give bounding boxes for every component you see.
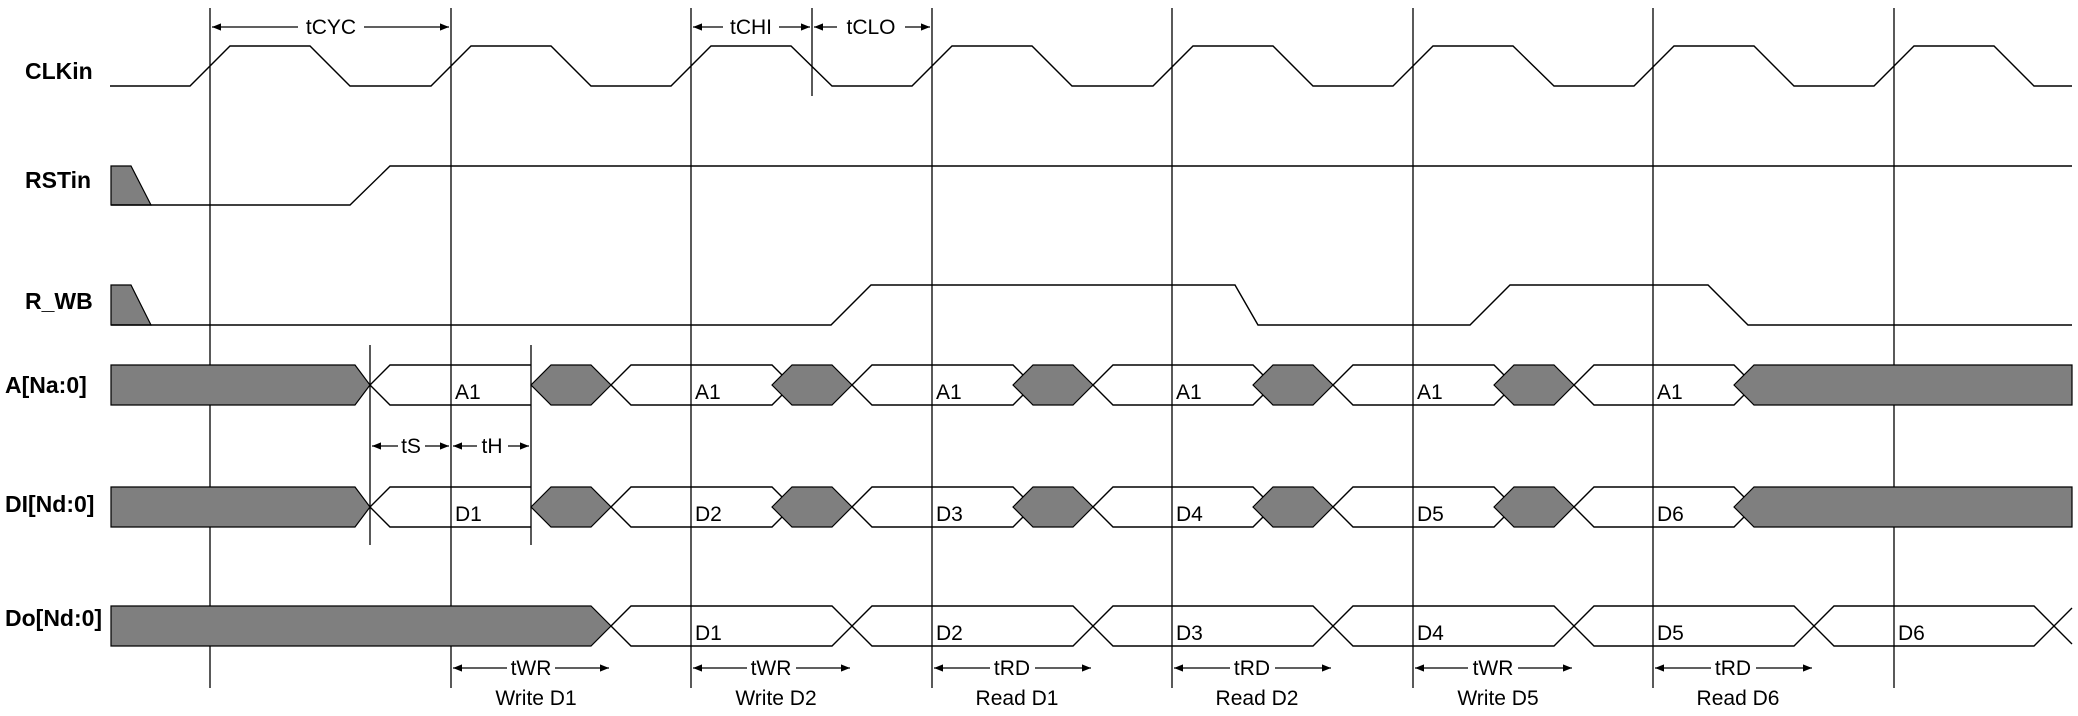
tchi-dimension: tCHI (693, 16, 810, 39)
tchi-label: tCHI (730, 16, 772, 39)
signal-label-rstin: RSTin (25, 167, 91, 193)
data-in-value: D6 (1657, 503, 1684, 526)
data-in-value: D1 (455, 503, 482, 526)
data-out-values: D1 D2 D3 D4 D5 D6 (695, 622, 1925, 645)
delay-label: tRD (1234, 657, 1270, 680)
delay-label: tRD (1715, 657, 1751, 680)
data-in-value: D5 (1417, 503, 1444, 526)
operation-caption: Read D2 (1216, 687, 1299, 710)
tcyc-dimension: tCYC (212, 16, 449, 39)
rwb-waveform (110, 284, 2072, 326)
data-out-value: D6 (1898, 622, 1925, 645)
operation-caption: Read D6 (1697, 687, 1780, 710)
data-in-value: D3 (936, 503, 963, 526)
delay-label: tWR (751, 657, 792, 680)
address-bus-waveform (110, 364, 2073, 406)
data-in-values: D1 D2 D3 D4 D5 D6 (455, 503, 1684, 526)
cycle-reference-lines (209, 8, 1895, 688)
clk-waveform (110, 45, 2072, 87)
data-out-value: D1 (695, 622, 722, 645)
th-label: tH (482, 435, 503, 458)
data-out-value: D2 (936, 622, 963, 645)
data-out-value: D3 (1176, 622, 1203, 645)
signal-label-r-wb: R_WB (25, 288, 93, 314)
ts-label: tS (401, 435, 421, 458)
delay-label: tWR (1473, 657, 1514, 680)
setup-dimension: tS (372, 435, 449, 458)
address-value: A1 (1657, 381, 1683, 404)
operation-caption: Read D1 (976, 687, 1059, 710)
address-values: A1 A1 A1 A1 A1 A1 (455, 381, 1683, 404)
data-in-value: D2 (695, 503, 722, 526)
address-value: A1 (1176, 381, 1202, 404)
address-value: A1 (455, 381, 481, 404)
tclo-dimension: tCLO (814, 16, 930, 39)
rst-waveform (110, 165, 2072, 206)
signal-label-data-out: Do[Nd:0] (5, 605, 102, 631)
operation-caption: Write D2 (735, 687, 816, 710)
data-in-value: D4 (1176, 503, 1203, 526)
delay-label: tRD (994, 657, 1030, 680)
data-in-bus-waveform (110, 486, 2073, 528)
operation-caption: Write D1 (495, 687, 576, 710)
address-value: A1 (1417, 381, 1443, 404)
address-value: A1 (695, 381, 721, 404)
address-value: A1 (936, 381, 962, 404)
hold-dimension: tH (453, 435, 529, 458)
tcyc-label: tCYC (306, 16, 356, 39)
operation-captions: Write D1 Write D2 Read D1 Read D2 Write … (495, 687, 1779, 710)
signal-label-clkin: CLKin (25, 58, 93, 84)
cycle-delay-dimensions: tWR tWR tRD tRD tWR tRD (453, 657, 1812, 680)
tclo-label: tCLO (846, 16, 895, 39)
operation-caption: Write D5 (1457, 687, 1538, 710)
signal-label-data-in: DI[Nd:0] (5, 491, 94, 517)
data-out-bus-waveform (110, 605, 2073, 647)
signal-label-address: A[Na:0] (5, 372, 87, 398)
data-out-value: D5 (1657, 622, 1684, 645)
delay-label: tWR (511, 657, 552, 680)
data-out-value: D4 (1417, 622, 1444, 645)
